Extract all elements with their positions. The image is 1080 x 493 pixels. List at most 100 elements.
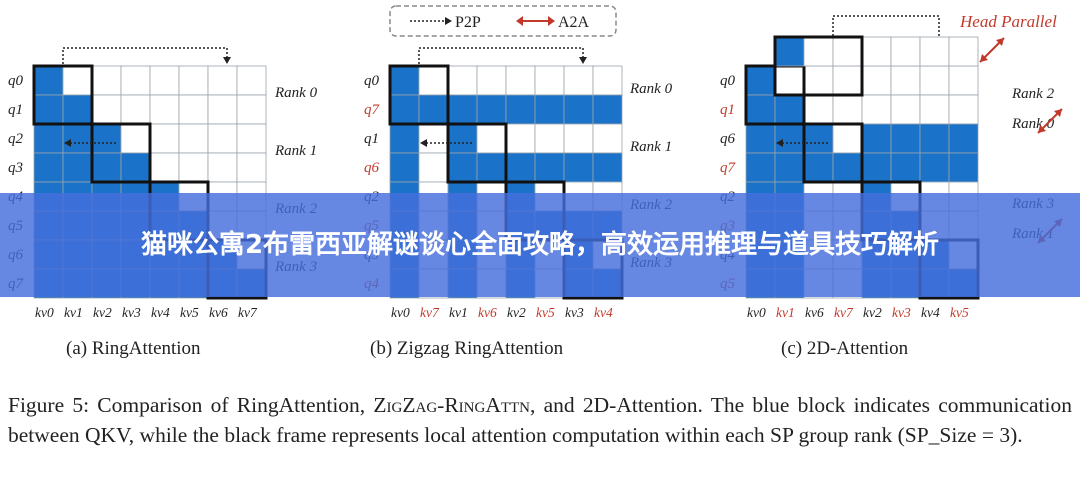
grid-cell [948, 65, 979, 96]
legend-p2p-label: P2P [455, 14, 481, 31]
col-label: kv6 [209, 305, 228, 320]
rank-frame [90, 122, 152, 184]
col-label: kv7 [420, 305, 440, 320]
grid-cell [890, 152, 921, 183]
grid-cell [476, 123, 507, 154]
grid-cell [774, 65, 805, 96]
rank-frame [773, 35, 864, 97]
grid-cell [505, 65, 536, 96]
grid-cell [534, 152, 565, 183]
grid-cell [91, 94, 122, 125]
grid-cell [236, 65, 267, 96]
rank-frame [388, 64, 450, 126]
col-label: kv2 [863, 305, 882, 320]
grid-cell [563, 123, 594, 154]
rank-label: Rank 0 [274, 85, 318, 101]
grid-cell [33, 152, 64, 183]
grid-cell [62, 123, 93, 154]
grid-cell [418, 94, 449, 125]
col-label: kv4 [594, 305, 613, 320]
grid-cell [476, 65, 507, 96]
grid-cell [207, 152, 238, 183]
col-label: kv7 [834, 305, 854, 320]
col-label: kv6 [805, 305, 824, 320]
subcaption-b: (b) Zigzag RingAttention [370, 338, 564, 359]
grid-cell [774, 123, 805, 154]
overlay-banner[interactable]: 猫咪公寓2布雷西亚解谜谈心全面攻略，高效运用推理与道具技巧解析 [0, 193, 1080, 297]
rank-frame [446, 122, 508, 184]
grid-cell [33, 65, 64, 96]
legend: P2P A2A [389, 5, 617, 37]
grid-cell [861, 65, 892, 96]
grid-cell [832, 36, 863, 67]
grid-cell [418, 123, 449, 154]
grid-cell [418, 65, 449, 96]
grid-cell [774, 152, 805, 183]
grid-cell [745, 152, 776, 183]
grid-cell [178, 94, 209, 125]
grid-cell [919, 36, 950, 67]
col-label: kv0 [35, 305, 54, 320]
p2p-arrowhead [64, 139, 71, 147]
caption-suffix: , and 2D-Attention. The blue block indic… [8, 393, 1073, 447]
grid-cell [505, 152, 536, 183]
grid-cell [919, 152, 950, 183]
row-label: q0 [720, 73, 736, 89]
col-label: kv7 [238, 305, 258, 320]
col-label: kv1 [64, 305, 83, 320]
grid-cell [178, 65, 209, 96]
grid-cell [890, 36, 921, 67]
row-label: q2 [8, 131, 24, 147]
grid-cell [861, 152, 892, 183]
grid-cell [149, 65, 180, 96]
grid-cell [861, 94, 892, 125]
row-label: q6 [720, 131, 736, 147]
grid-cell [774, 94, 805, 125]
grid-cell [476, 94, 507, 125]
grid-cell [803, 94, 834, 125]
grid-cell [447, 94, 478, 125]
p2p-arrowhead [223, 57, 231, 64]
grid-cell [534, 123, 565, 154]
grid-cell [62, 94, 93, 125]
grid-cell [774, 36, 805, 67]
row-label: q7 [364, 102, 381, 118]
grid-cell [919, 123, 950, 154]
grid-cell [120, 123, 151, 154]
grid-cell [803, 65, 834, 96]
grid-cell [745, 94, 776, 125]
row-label: q3 [8, 160, 23, 176]
grid-cell [149, 152, 180, 183]
grid-cell [476, 152, 507, 183]
grid-cell [62, 152, 93, 183]
rank-label: Rank 1 [629, 139, 672, 155]
p2p-arrowhead [776, 139, 783, 147]
grid-cell [33, 123, 64, 154]
col-label: kv5 [536, 305, 555, 320]
grid-cell [832, 94, 863, 125]
col-label: kv3 [122, 305, 141, 320]
row-label: q0 [364, 73, 380, 89]
grid-cell [563, 94, 594, 125]
grid-cell [149, 94, 180, 125]
grid-cell [236, 94, 267, 125]
subcaption-a: (a) RingAttention [66, 338, 201, 359]
grid-cell [149, 123, 180, 154]
grid-cell [207, 94, 238, 125]
rank-label: Rank 0 [629, 81, 673, 97]
grid-cell [592, 152, 623, 183]
grid-cell [447, 65, 478, 96]
col-label: kv1 [776, 305, 795, 320]
grid-cell [832, 152, 863, 183]
grid-cell [178, 123, 209, 154]
col-label: kv2 [93, 305, 112, 320]
grid-cell [745, 123, 776, 154]
grid-cell [91, 123, 122, 154]
grid-cell [236, 152, 267, 183]
grid-cell [120, 65, 151, 96]
grid-cell [861, 123, 892, 154]
grid-cell [534, 65, 565, 96]
grid-cell [861, 36, 892, 67]
grid-cell [948, 94, 979, 125]
a2a-arrowhead [980, 54, 988, 62]
